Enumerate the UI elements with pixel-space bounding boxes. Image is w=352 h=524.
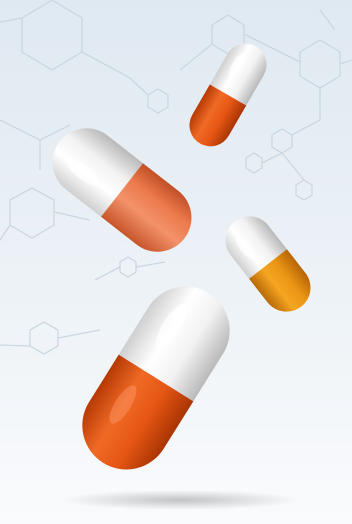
capsule-left-large [52, 128, 192, 252]
capsule-right-yellow [225, 216, 311, 312]
capsule-top-small [189, 43, 267, 147]
capsule-bottom-large [82, 286, 230, 470]
floor-shadow [60, 490, 300, 510]
molecule-network [0, 0, 352, 355]
